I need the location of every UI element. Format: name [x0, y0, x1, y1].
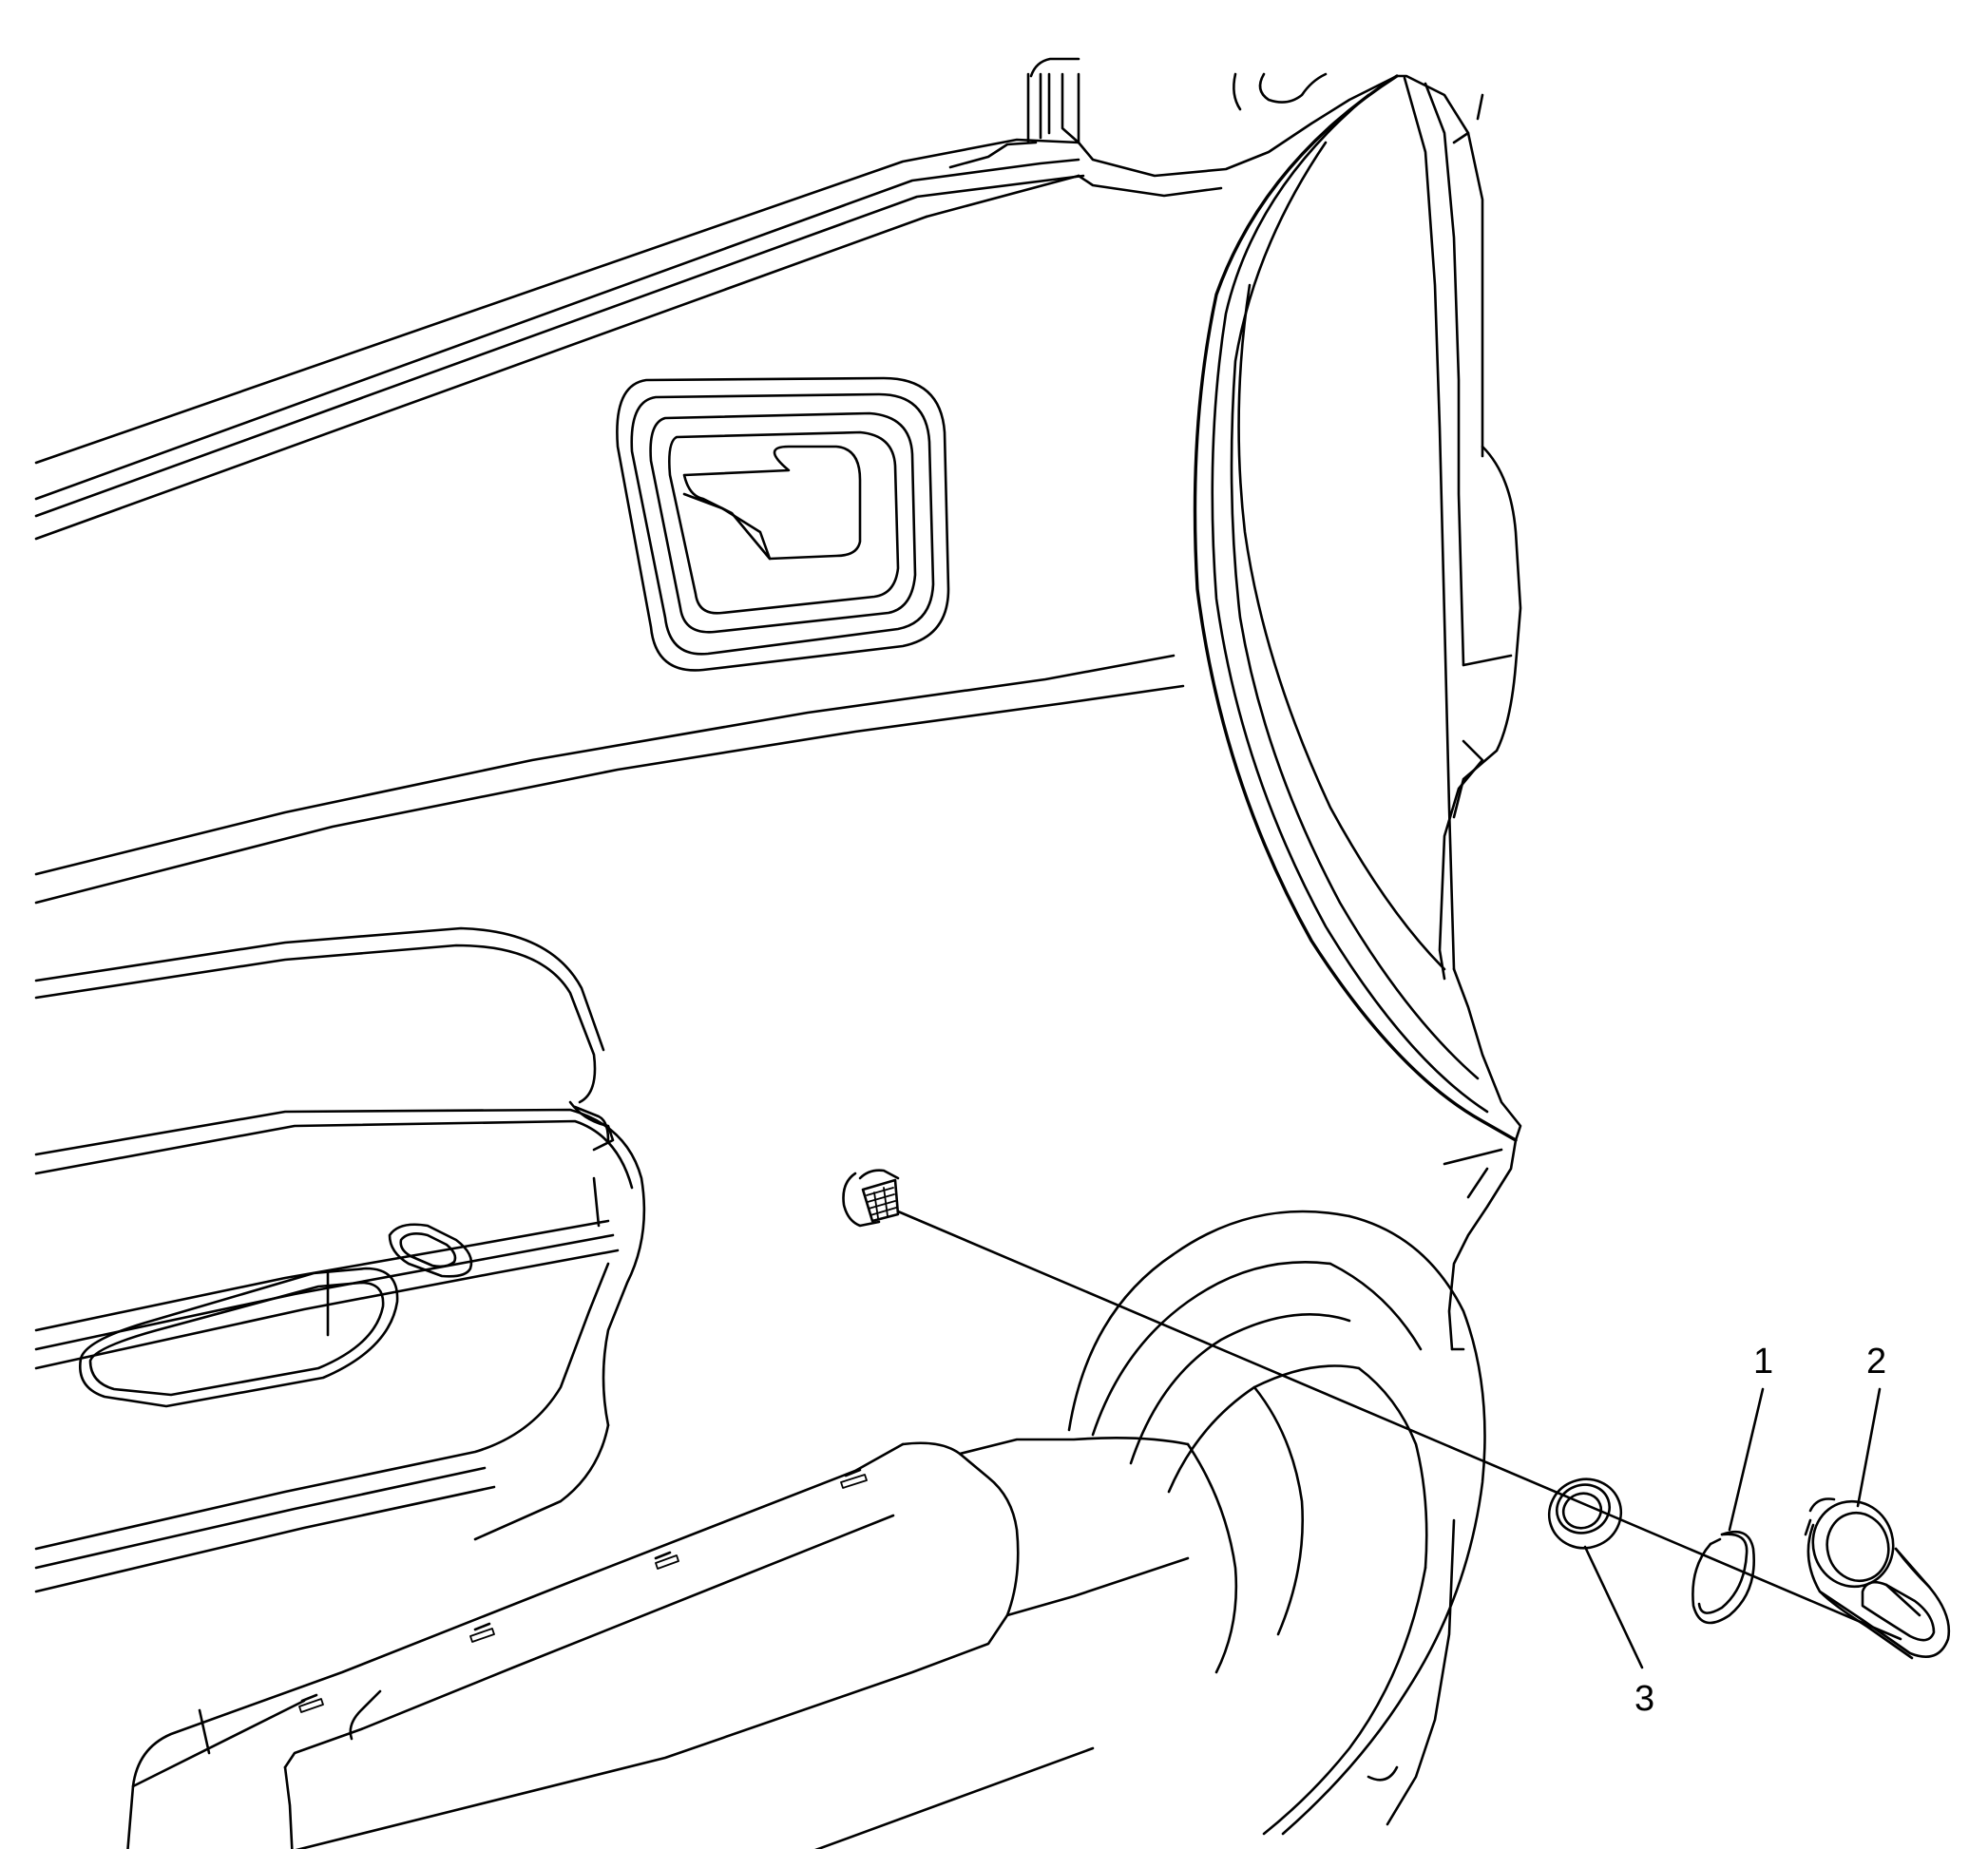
armrest-switch-panel: [34, 926, 646, 1593]
washer: [1547, 1477, 1623, 1550]
mounting-stud: [842, 1169, 900, 1228]
callout-2-label: 2: [1866, 1342, 1886, 1382]
lower-door-pocket: [126, 1437, 1190, 1849]
mid-panel-contours: [34, 654, 1185, 905]
leader-1: [1728, 1387, 1765, 1532]
upper-beltline-trim: [34, 72, 1399, 541]
lower-right-contours: [1067, 1210, 1486, 1836]
leader-2: [1856, 1387, 1882, 1508]
retaining-ring: [1692, 1530, 1755, 1625]
callout-3-label: 3: [1634, 1679, 1654, 1719]
leader-3: [1583, 1545, 1644, 1669]
window-switch: [78, 1223, 473, 1408]
callout-1-label: 1: [1753, 1342, 1773, 1382]
assembly-centerline: [896, 1210, 1902, 1641]
window-crank-knob: [1804, 1497, 1951, 1660]
interior-door-handle: [616, 376, 950, 672]
door-frame-pillar: [1029, 57, 1522, 1351]
callout-leaders: [1583, 1387, 1882, 1669]
